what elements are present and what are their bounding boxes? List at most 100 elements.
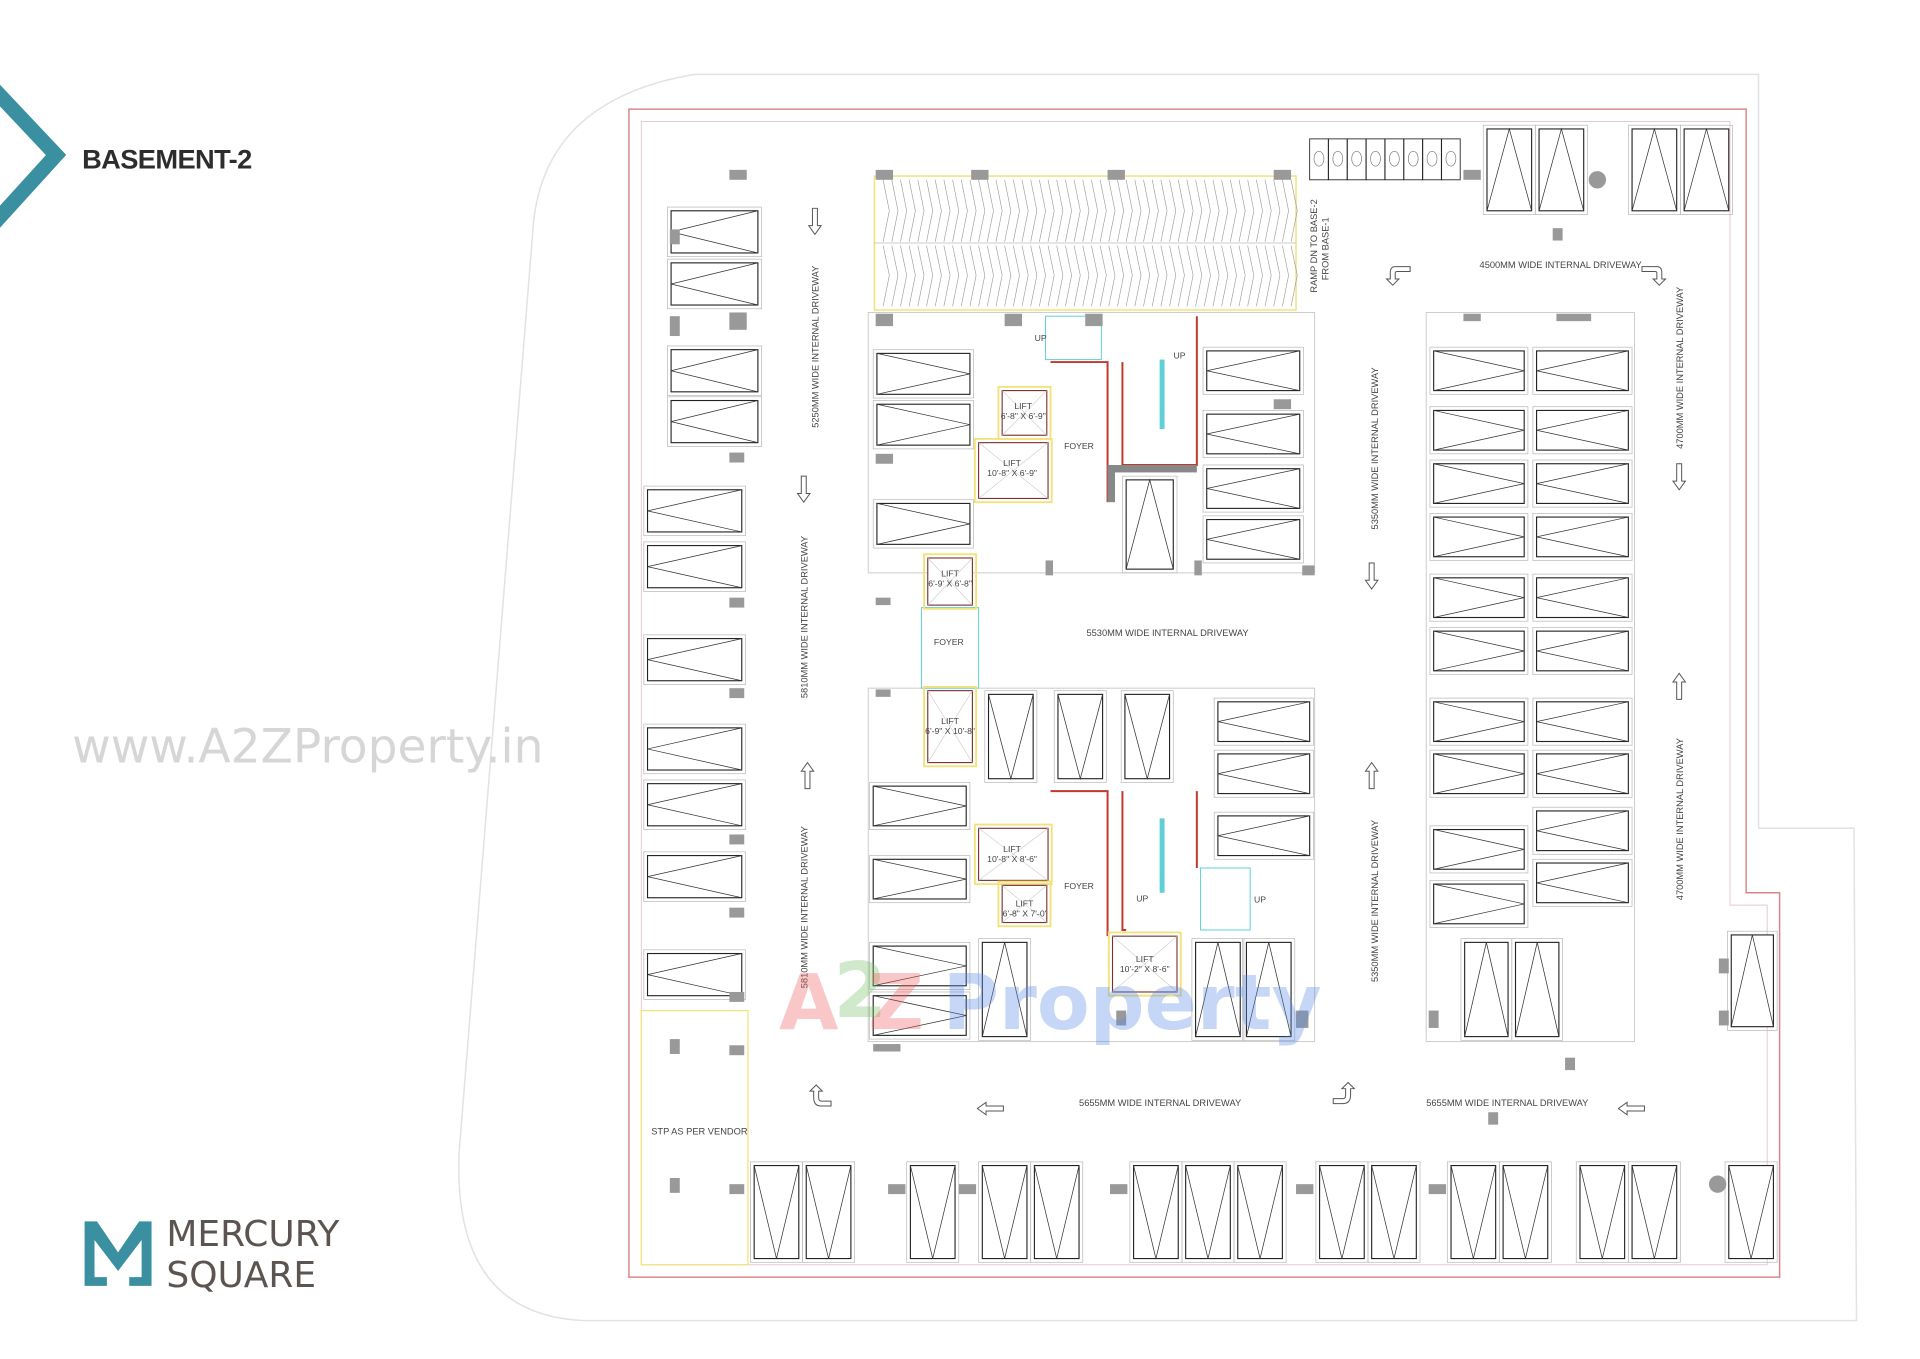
parking-stall: [978, 1161, 1032, 1263]
arrow-left-icon: [1617, 1101, 1645, 1116]
parking-stall: [906, 1161, 960, 1263]
column-pillar: [729, 1045, 745, 1056]
driveway-label-right-lower: 4700MM WIDE INTERNAL DRIVEWAY: [1675, 738, 1685, 900]
column-pillar: [729, 452, 745, 463]
parking-stall: [1191, 938, 1245, 1041]
driveway-label-bottom-right: 5655MM WIDE INTERNAL DRIVEWAY: [1426, 1098, 1588, 1108]
driveway-label-mid-upper: 5350MM WIDE INTERNAL DRIVEWAY: [1370, 367, 1380, 529]
lift-label: LIFT: [1003, 844, 1022, 854]
svg-text:UP: UP: [1035, 333, 1047, 343]
column-pillar: [875, 313, 894, 327]
parking-stall: [1429, 880, 1529, 928]
parking-stall: [1030, 1161, 1084, 1263]
parking-stall: [1534, 124, 1588, 215]
parking-stall: [750, 1161, 803, 1263]
arrow-up-icon: [1672, 672, 1687, 700]
wc-icon: [1370, 150, 1381, 167]
svg-text:A: A: [779, 959, 839, 1048]
foyer-middle: FOYER: [921, 607, 980, 689]
parking-stall: [1532, 697, 1633, 746]
parking-stall: [1053, 690, 1107, 783]
watermark-url: www.A2ZProperty.in: [72, 720, 543, 775]
column-pillar: [729, 312, 747, 330]
parking-stall: [1532, 627, 1633, 675]
arrow-down-icon: [796, 475, 811, 504]
parking-stall: [978, 938, 1032, 1041]
parking-stall: [1499, 1161, 1552, 1263]
parking-stall: [1429, 825, 1529, 874]
parking-stall: [643, 949, 746, 1000]
parking-stall: [872, 349, 975, 399]
parking-stall: [666, 206, 762, 258]
parking-stall: [666, 396, 762, 447]
parking-stall: [1532, 406, 1633, 455]
wc-icon: [1332, 150, 1344, 167]
wc-icon: [1426, 150, 1438, 167]
column-pillar: [875, 169, 894, 180]
parking-stall: [1213, 811, 1314, 860]
column-pillar: [1273, 169, 1292, 180]
parking-stall: [1627, 124, 1681, 215]
column-pillar: [971, 169, 989, 180]
column-pillar: [729, 597, 745, 608]
lift-label: LIFT: [1136, 954, 1155, 964]
foyer-lower: FOYER UP UP: [1050, 790, 1266, 937]
driveway-label-mid-lower: 5350MM WIDE INTERNAL DRIVEWAY: [1370, 820, 1380, 982]
wc-icon: [1351, 150, 1362, 167]
parking-stall: [643, 851, 746, 902]
column-pillar: [1302, 565, 1315, 576]
column-pillar: [1116, 1010, 1127, 1026]
parking-stall: [1429, 749, 1529, 798]
parking-stall: [1429, 512, 1529, 561]
parking-stall: [643, 779, 746, 830]
parking-stall: [643, 723, 746, 775]
parking-stall: [1446, 1161, 1500, 1263]
wc-cubicle: [1441, 138, 1461, 181]
column-pillar: [1004, 313, 1022, 327]
svg-text:FOYER: FOYER: [1064, 881, 1094, 891]
lift-size: 6'-9" X 10'-8": [925, 726, 975, 736]
column-pillar: [669, 1039, 680, 1054]
column-round: [1708, 1175, 1727, 1193]
column-pillar: [1463, 313, 1481, 322]
lift-label: LIFT: [1016, 898, 1035, 908]
parking-stall: [1120, 690, 1174, 783]
parking-stall: [1429, 627, 1529, 675]
wc-cubicle: [1309, 138, 1329, 181]
svg-text:MERCURY: MERCURY: [166, 1214, 340, 1255]
parking-stall: [1460, 938, 1513, 1041]
lift-size: 6'-9' X 6'-8": [928, 579, 972, 589]
toilet-block: [1309, 138, 1461, 181]
wc-cubicle: [1422, 138, 1442, 181]
driveway-label-center: 5530MM WIDE INTERNAL DRIVEWAY: [1086, 628, 1248, 638]
arrow-up-icon: [800, 761, 815, 790]
parking-stall: [1213, 697, 1314, 746]
lift-size: 10'-8" X 8'-6": [987, 854, 1037, 864]
arrow-down-icon: [807, 207, 823, 236]
lift-size: 10'-8" X 6'-9": [987, 468, 1037, 478]
svg-text:UP: UP: [1173, 350, 1185, 360]
wc-icon: [1389, 150, 1400, 167]
parking-stall: [869, 855, 971, 904]
parking-stall: [1233, 1161, 1287, 1263]
column-pillar: [1718, 1010, 1729, 1026]
building-boundary: [628, 108, 1781, 1278]
parking-stall: [1315, 1161, 1369, 1263]
column-pillar: [729, 688, 745, 699]
wc-cubicle: [1346, 138, 1367, 181]
mercury-square-logo: MERCURY SQUARE: [84, 1214, 340, 1296]
parking-stall: [1429, 346, 1529, 395]
parking-stall: [869, 782, 971, 830]
parking-stall: [1202, 410, 1304, 458]
core-upper: [867, 311, 1316, 574]
column-pillar: [1565, 1057, 1576, 1071]
lift-label: LIFT: [1014, 401, 1033, 411]
m-logo-icon: [84, 1221, 152, 1286]
parking-stall: [1627, 1161, 1681, 1263]
svg-text:FOYER: FOYER: [934, 637, 964, 647]
ramp: [873, 175, 1298, 311]
